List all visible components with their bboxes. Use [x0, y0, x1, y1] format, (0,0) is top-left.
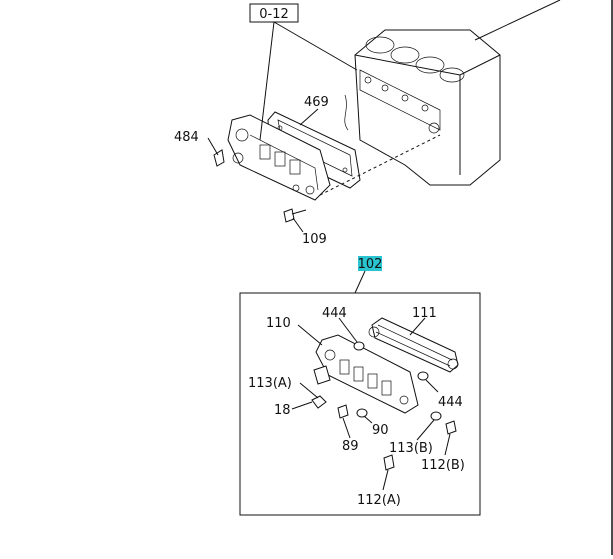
- callout-484[interactable]: 484: [174, 130, 199, 145]
- leader-111: [409, 317, 426, 336]
- leader-109: [292, 217, 304, 233]
- group-label-box: [249, 3, 299, 23]
- leader-444-b: [425, 379, 439, 393]
- callout-89[interactable]: 89: [342, 439, 359, 454]
- leader-113a: [299, 382, 319, 399]
- cooler-body-110-drawing: [313, 334, 419, 414]
- callout-90[interactable]: 90: [372, 423, 389, 438]
- leader-484: [207, 137, 219, 156]
- leader-90: [363, 415, 373, 424]
- washer-90-drawing: [356, 408, 368, 418]
- oil-cooler-top-drawing: [227, 114, 331, 201]
- washer-113b-drawing: [430, 411, 442, 421]
- alignment-line: [319, 134, 441, 196]
- leader-89: [342, 417, 351, 439]
- leader-110: [297, 324, 323, 346]
- callout-102[interactable]: 102: [358, 257, 383, 272]
- engine-block-drawing: [344, 0, 561, 186]
- detail-box: [239, 292, 481, 516]
- bracket-484-drawing: [213, 149, 225, 167]
- callout-111[interactable]: 111: [412, 306, 437, 321]
- leader-112b: [444, 433, 451, 456]
- callout-113b[interactable]: 113(B): [389, 441, 433, 456]
- leader-469: [299, 108, 319, 126]
- cooler-element-111-drawing: [368, 317, 459, 373]
- leader-112a: [382, 469, 389, 491]
- leader-102: [354, 270, 366, 294]
- callout-112b[interactable]: 112(B): [421, 458, 465, 473]
- callout-469[interactable]: 469: [304, 95, 329, 110]
- leader-113b: [416, 419, 435, 441]
- bolt-89-drawing: [337, 404, 349, 419]
- oring-444-a-drawing: [353, 341, 365, 351]
- callout-444-a[interactable]: 444: [322, 306, 347, 321]
- callout-110[interactable]: 110: [266, 316, 291, 331]
- leader-444-a: [338, 317, 358, 343]
- callout-112a[interactable]: 112(A): [357, 493, 401, 508]
- leader-0-12-b: [273, 21, 358, 71]
- bolt-112a-drawing: [383, 454, 395, 471]
- callout-18[interactable]: 18: [274, 403, 291, 418]
- leader-18: [291, 401, 313, 410]
- callout-102-highlight: [358, 256, 382, 271]
- callout-444-b[interactable]: 444: [438, 395, 463, 410]
- oring-444-b-drawing: [417, 371, 429, 381]
- group-label[interactable]: 0-12: [259, 7, 289, 22]
- bolt-112b-drawing: [445, 420, 457, 435]
- leader-0-12-a: [259, 21, 275, 141]
- callout-113a[interactable]: 113(A): [248, 376, 292, 391]
- callout-109[interactable]: 109: [302, 232, 327, 247]
